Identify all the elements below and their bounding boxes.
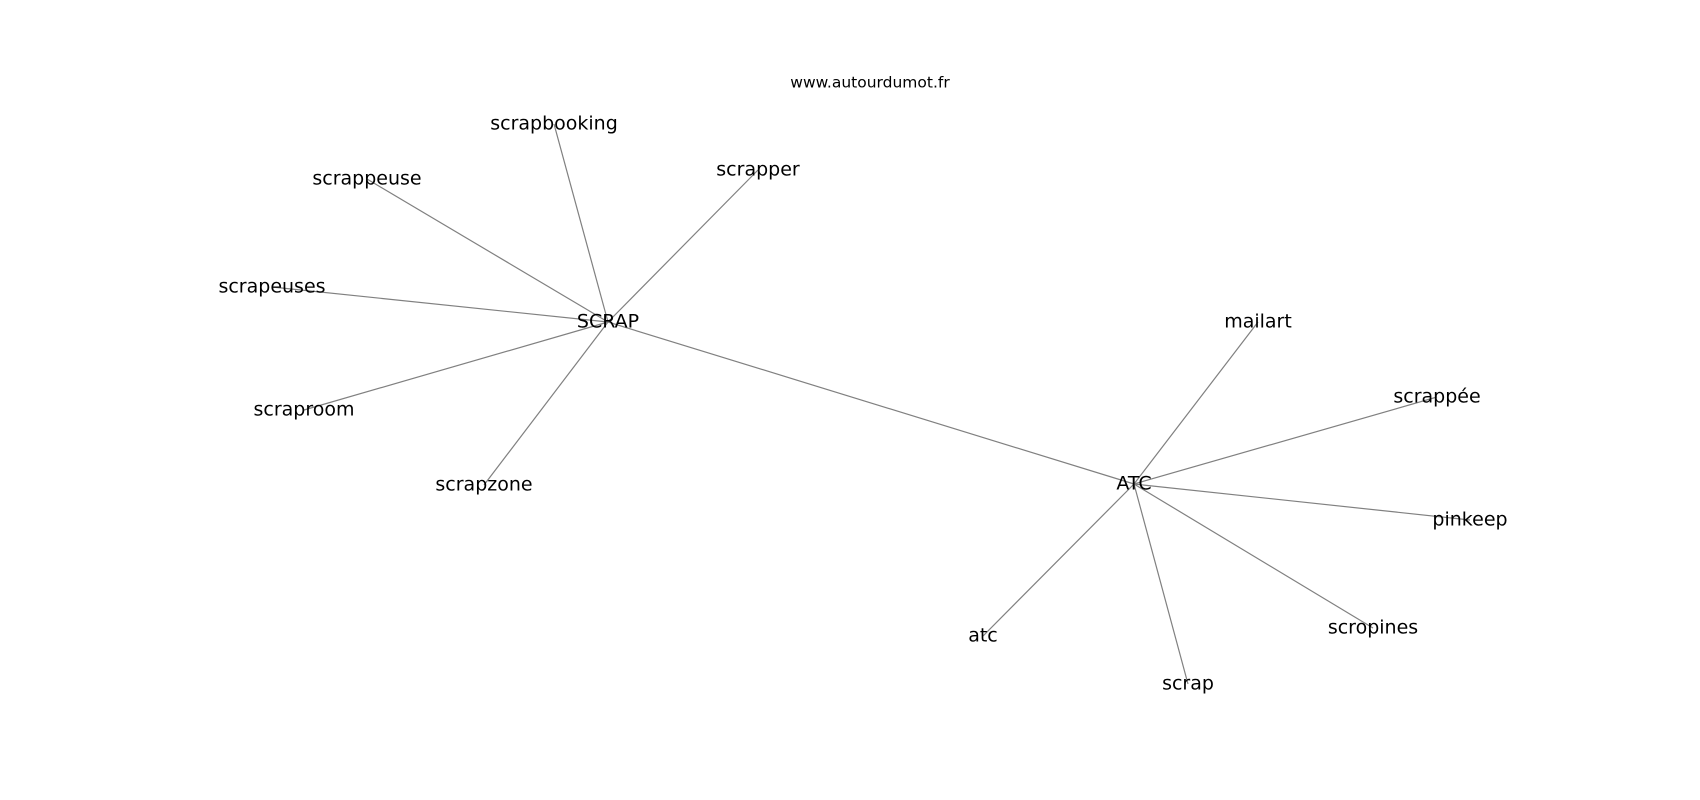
edge-scrap-scrapper	[607, 169, 759, 323]
node-label-scropines: scropines	[1328, 617, 1418, 639]
edge-atc-scrappee	[1133, 396, 1438, 485]
graph-edges	[271, 123, 1471, 685]
node-label-scrapzone: scrapzone	[435, 474, 532, 496]
site-credit: www.autourdumot.fr	[790, 74, 950, 92]
node-label-scrap: SCRAP	[577, 311, 639, 333]
node-label-scrappeuse: scrappeuse	[312, 168, 421, 190]
node-label-scrapper: scrapper	[716, 159, 800, 181]
graph-nodes: SCRAP ATC scrapbooking scrapper scrappeuse sc…	[218, 113, 1507, 695]
edge-scrap-scrapeuses	[271, 286, 609, 323]
node-label-scrapeuses: scrapeuses	[218, 276, 325, 298]
node-label-atc: ATC	[1116, 473, 1151, 495]
edge-atc-pinkeep	[1133, 483, 1471, 521]
edge-atc-scrap	[1133, 483, 1189, 685]
edge-scrap-scraproom	[303, 321, 609, 411]
edge-scrap-scrapzone	[483, 321, 609, 486]
node-label-scrappee: scrappée	[1393, 386, 1480, 408]
edge-atc-atc	[982, 483, 1135, 637]
node-label-scrapbooking: scrapbooking	[490, 113, 618, 135]
node-label-scrap: scrap	[1162, 673, 1214, 695]
node-label-atc: atc	[968, 625, 998, 647]
node-label-scraproom: scraproom	[253, 399, 354, 421]
node-label-mailart: mailart	[1224, 311, 1292, 333]
edge-scrap-atc	[607, 321, 1135, 485]
edge-scrap-scrappeuse	[366, 178, 609, 323]
edge-atc-scropines	[1133, 483, 1374, 629]
edge-atc-mailart	[1133, 321, 1259, 485]
edge-scrap-scrapbooking	[553, 123, 609, 323]
node-label-pinkeep: pinkeep	[1432, 509, 1507, 531]
